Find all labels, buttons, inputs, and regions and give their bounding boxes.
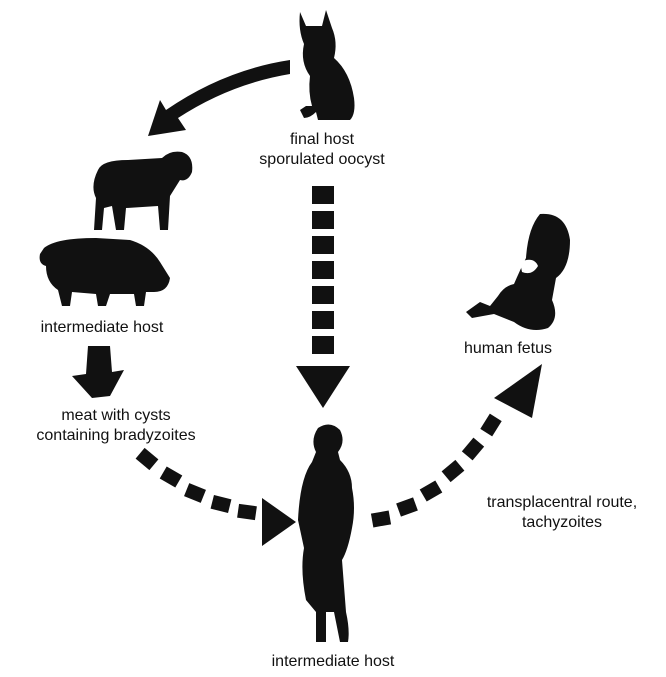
fetus-icon [466,214,570,330]
pregnant-woman-icon [298,424,354,642]
meat-label: meat with cysts containing bradyzoites [6,406,226,446]
sheep-icon [93,152,192,230]
cat-label: final host sporulated oocyst [250,130,394,170]
route-label-line1: transplacentral route, [462,493,662,513]
meat-label-line2: containing bradyzoites [6,426,226,446]
arrow-cat-to-sheep [148,60,290,136]
pig-label: intermediate host [14,318,190,338]
cat-icon [300,10,355,120]
fetus-label: human fetus [450,339,566,359]
route-label: transplacentral route, tachyzoites [462,493,662,533]
arrow-pig-down [72,346,124,398]
arrow-meat-to-woman [136,448,296,546]
cat-label-line1: final host [250,130,394,150]
arrow-oocyst-to-woman [296,186,350,408]
route-label-line2: tachyzoites [462,513,662,533]
pig-label-text: intermediate host [14,318,190,338]
woman-label: intermediate host [248,652,418,672]
pig-icon [40,238,170,306]
cat-label-line2: sporulated oocyst [250,150,394,170]
woman-label-text: intermediate host [248,652,418,672]
meat-label-line1: meat with cysts [6,406,226,426]
fetus-label-text: human fetus [450,339,566,359]
